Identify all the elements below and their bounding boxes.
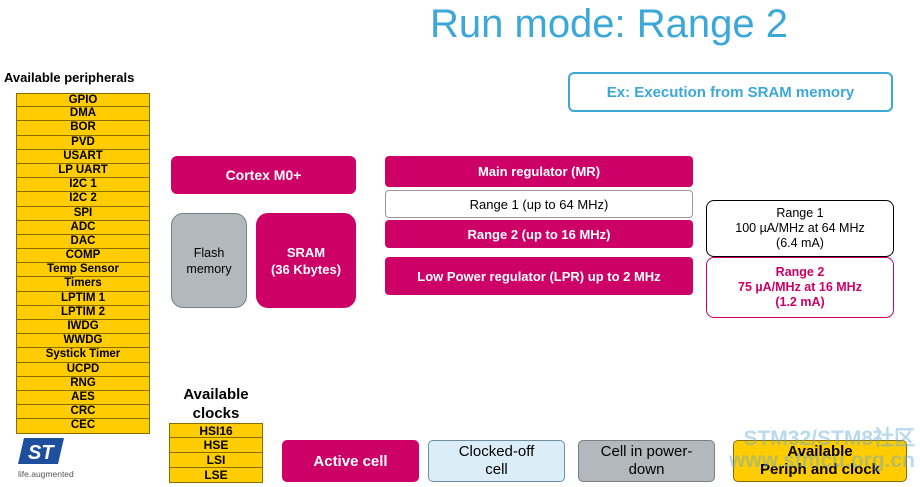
watermark-line1: STM32/STM8社区 <box>743 427 915 450</box>
sram-label-line2: (36 Kbytes) <box>270 261 342 277</box>
clock-hse: HSE <box>169 438 263 453</box>
peripheral-adc: ADC <box>16 220 150 235</box>
clock-hsi16: HSI16 <box>169 423 263 438</box>
range2-info-title: Range 2 <box>775 265 825 279</box>
peripheral-crc: CRC <box>16 405 150 420</box>
flash-label-line2: memory <box>186 261 232 276</box>
legend-clocked-off-line2: cell <box>485 461 508 478</box>
clocks-title: Available clocks <box>176 385 256 423</box>
svg-text:ST: ST <box>28 442 55 464</box>
peripheral-ucpd: UCPD <box>16 362 150 377</box>
legend-clocked-off-line1: Clocked-off <box>458 443 535 460</box>
watermark: STM32/STM8社区 www.stmcu.org.cn <box>690 428 915 472</box>
peripheral-i2c-1: I2C 1 <box>16 178 150 193</box>
peripheral-systick-timer: Systick Timer <box>16 348 150 363</box>
peripheral-timers: Timers <box>16 277 150 292</box>
peripherals-list: GPIO DMA BOR PVD USART LP UART I2C 1 I2C… <box>16 93 150 434</box>
range2-info-current: 75 µA/MHz at 16 MHz <box>738 280 862 294</box>
legend-power-down-line2: down <box>628 461 665 478</box>
range1-info-box: Range 1 100 µA/MHz at 64 MHz (6.4 mA) <box>706 200 894 257</box>
legend-power-down-line1: Cell in power- <box>600 443 693 460</box>
peripheral-dma: DMA <box>16 107 150 122</box>
range1-info-current: 100 µA/MHz at 64 MHz <box>735 221 865 235</box>
peripheral-spi: SPI <box>16 206 150 221</box>
peripheral-pvd: PVD <box>16 135 150 150</box>
range2-info-total: (1.2 mA) <box>775 295 825 309</box>
st-logo: ST life.augmented <box>18 436 80 484</box>
cortex-m0-block: Cortex M0+ <box>171 156 356 194</box>
peripheral-iwdg: IWDG <box>16 320 150 335</box>
legend-available-line2: Periph and clock <box>759 461 881 478</box>
legend-available: Available Periph and clock <box>733 440 907 482</box>
peripheral-aes: AES <box>16 390 150 406</box>
peripheral-dac: DAC <box>16 234 150 250</box>
peripheral-i2c-2: I2C 2 <box>16 192 150 207</box>
range1-block: Range 1 (up to 64 MHz) <box>385 190 693 218</box>
range2-info-box: Range 2 75 µA/MHz at 16 MHz (1.2 mA) <box>706 257 894 318</box>
legend-available-line1: Available <box>787 443 853 460</box>
clock-lsi: LSI <box>169 453 263 468</box>
peripheral-temp-sensor: Temp Sensor <box>16 263 150 278</box>
flash-memory-block: Flash memory <box>171 213 247 308</box>
peripheral-lptim-2: LPTIM 2 <box>16 305 150 320</box>
range1-info-title: Range 1 <box>776 206 824 220</box>
logo-tagline: life.augmented <box>18 469 74 479</box>
range2-block: Range 2 (up to 16 MHz) <box>385 220 693 248</box>
flash-label-line1: Flash <box>193 245 225 260</box>
peripheral-lptim-1: LPTIM 1 <box>16 291 150 306</box>
peripherals-title: Available peripherals <box>4 70 135 85</box>
main-regulator-block: Main regulator (MR) <box>385 156 693 187</box>
watermark-line2: www.stmcu.org.cn <box>729 449 915 472</box>
clock-lse: LSE <box>169 468 263 483</box>
low-power-regulator-block: Low Power regulator (LPR) up to 2 MHz <box>385 257 693 295</box>
legend-power-down-cell: Cell in power- down <box>578 440 715 482</box>
clocks-title-line2: clocks <box>192 405 240 422</box>
clocks-title-line1: Available <box>183 386 249 403</box>
peripheral-cec: CEC <box>16 419 150 434</box>
example-box: Ex: Execution from SRAM memory <box>568 72 893 112</box>
range1-info-total: (6.4 mA) <box>776 236 824 250</box>
legend-clocked-off-cell: Clocked-off cell <box>428 440 565 482</box>
peripheral-wwdg: WWDG <box>16 334 150 349</box>
legend-active-cell: Active cell <box>282 440 419 482</box>
sram-label-line1: SRAM <box>286 244 326 260</box>
peripheral-gpio: GPIO <box>16 93 150 108</box>
peripheral-bor: BOR <box>16 121 150 136</box>
peripheral-comp: COMP <box>16 249 150 264</box>
peripheral-lp-uart: LP UART <box>16 163 150 179</box>
sram-block: SRAM (36 Kbytes) <box>256 213 356 308</box>
st-logo-icon: ST <box>18 438 64 464</box>
peripheral-rng: RNG <box>16 376 150 391</box>
peripheral-usart: USART <box>16 149 150 164</box>
clocks-list: HSI16 HSE LSI LSE <box>169 423 263 483</box>
page-title: Run mode: Range 2 <box>430 2 789 46</box>
